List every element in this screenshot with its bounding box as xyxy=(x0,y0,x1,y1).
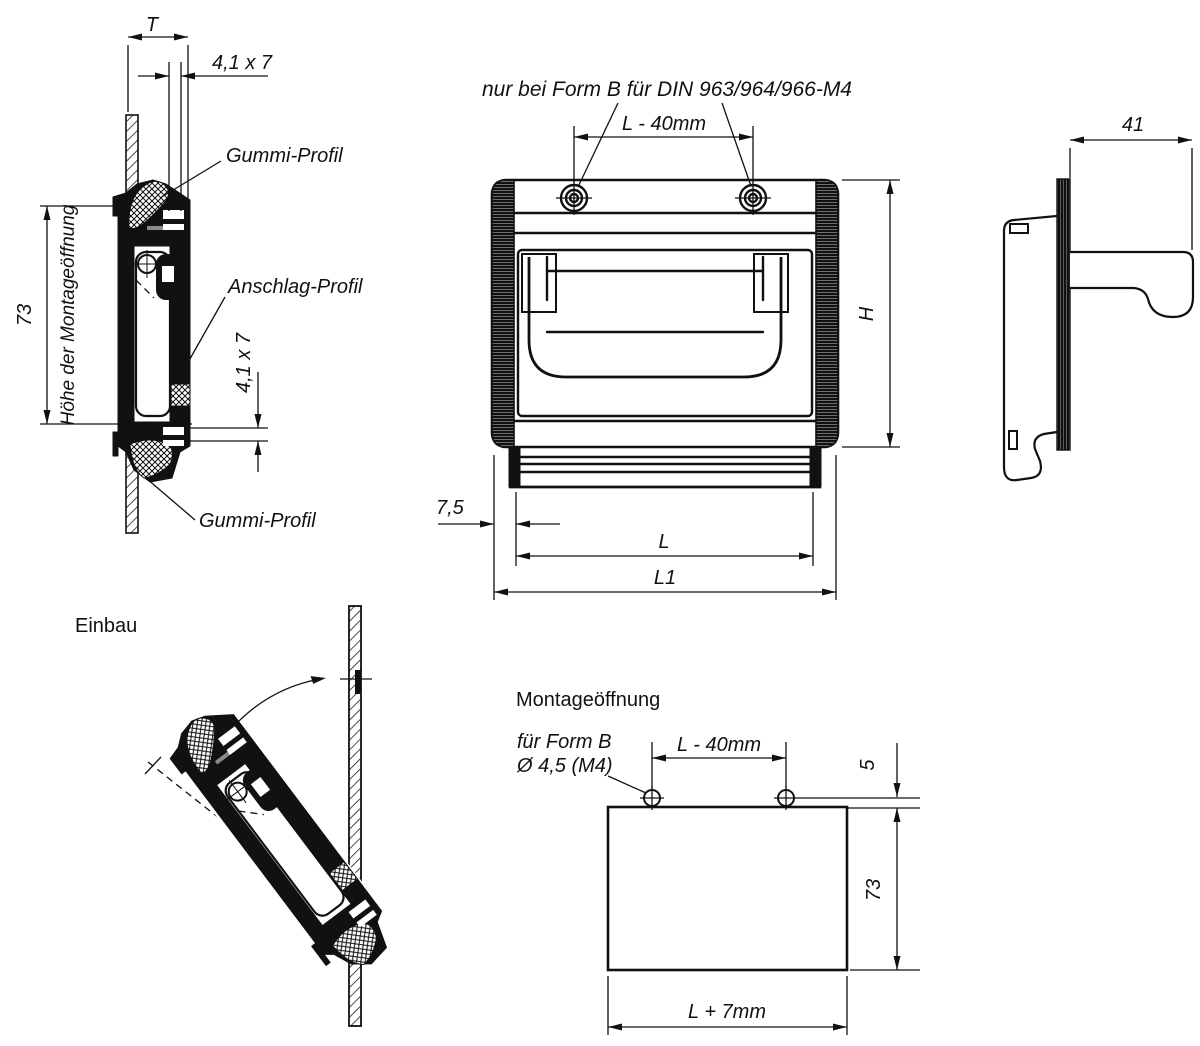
view-front: nur bei Form B für DIN 963/964/966-M4 L … xyxy=(436,78,900,600)
panel-opening-edge xyxy=(355,670,361,694)
dim-H: H xyxy=(842,179,900,448)
view-installation: Einbau xyxy=(75,605,406,1027)
dim-label-41: 41 xyxy=(1122,114,1144,136)
recess-outline xyxy=(516,248,814,418)
rotation-arrow-head xyxy=(310,676,326,684)
mounting-note-line1: für Form B xyxy=(517,731,611,753)
dim-T: T xyxy=(127,14,189,200)
dim-L1: L1 xyxy=(494,455,837,600)
mounting-hole-left xyxy=(640,786,664,810)
dim-label-hole-spacing-mounting: L - 40mm xyxy=(677,734,761,756)
mounting-hole-right xyxy=(774,786,920,810)
installation-title: Einbau xyxy=(75,615,137,637)
dim-opening-width: L + 7mm xyxy=(607,976,848,1035)
note-form-b-text: nur bei Form B für DIN 963/964/966-M4 xyxy=(482,78,852,101)
label-rubber-bottom: Gummi-Profil xyxy=(145,477,316,532)
view-mounting-opening: Montageöffnung für Form B Ø 4,5 (M4) L -… xyxy=(516,689,920,1035)
knurled-cap-left xyxy=(491,179,515,448)
dim-label-H: H xyxy=(856,306,878,321)
label-rubber-bottom-text: Gummi-Profil xyxy=(199,510,316,532)
dim-slot-bottom: 4,1 x 7 xyxy=(190,332,268,472)
dim-label-hole-spacing: L - 40mm xyxy=(622,113,706,135)
handle-cross-section xyxy=(111,178,194,484)
dim-label-73-left: 73 xyxy=(14,304,36,326)
view-side-right: 41 xyxy=(1002,114,1195,482)
view-section-side: T 4,1 x 7 Gummi-Profil Anschlag-Profil xyxy=(14,14,363,534)
handle-body-front xyxy=(490,178,840,449)
mounting-title: Montageöffnung xyxy=(516,689,660,711)
slot-top-side xyxy=(1009,223,1029,234)
label-rubber-top-text: Gummi-Profil xyxy=(226,145,343,167)
dim-flange-offset: 7,5 xyxy=(436,455,560,600)
label-stop-profile: Anschlag-Profil xyxy=(177,276,363,381)
screw-right xyxy=(735,181,771,215)
bottom-flange xyxy=(508,446,822,489)
dim-opening-height-left: 73 Höhe der Montageöffnung xyxy=(14,204,192,425)
dim-hole-spacing-mounting: L - 40mm xyxy=(651,734,787,788)
dim-label-L1: L1 xyxy=(654,567,676,589)
knurled-cap-right xyxy=(815,179,839,448)
dim-label-75: 7,5 xyxy=(436,497,465,519)
mounting-opening-rect xyxy=(606,805,849,972)
mounting-note-line2: Ø 4,5 (M4) xyxy=(516,755,613,777)
pivot-hook-right xyxy=(753,253,789,313)
dim-label-T: T xyxy=(146,14,160,36)
rotation-arrow-arc xyxy=(233,678,321,727)
dim-label-L: L xyxy=(658,531,669,553)
dim-label-slot-top: 4,1 x 7 xyxy=(212,52,273,74)
dim-label-73-right: 73 xyxy=(863,879,885,901)
dim-label-5: 5 xyxy=(857,759,879,771)
screw-left xyxy=(556,181,592,215)
pivot-hook-left xyxy=(521,253,557,313)
dim-L: L xyxy=(516,492,814,566)
label-stop-profile-text: Anschlag-Profil xyxy=(227,276,363,298)
handle-arm-side xyxy=(1070,250,1195,319)
dim-slot-top: 4,1 x 7 xyxy=(138,52,273,211)
dim-label-opening-width: L + 7mm xyxy=(688,1001,766,1023)
dim-41: 41 xyxy=(1069,114,1193,250)
dim-5: 5 xyxy=(847,743,920,809)
bail-outer xyxy=(527,257,783,379)
label-rubber-top: Gummi-Profil xyxy=(159,145,343,199)
dim-hole-spacing-front: L - 40mm xyxy=(573,113,754,182)
hole-leader-line xyxy=(607,775,647,794)
label-opening-height: Höhe der Montageöffnung xyxy=(58,204,79,425)
gasket-strip-side xyxy=(1056,178,1071,451)
slot-bottom-side xyxy=(1008,430,1018,450)
tray-side-outline xyxy=(1002,214,1058,482)
note-form-b: nur bei Form B für DIN 963/964/966-M4 xyxy=(482,78,852,188)
dim-label-slot-bottom: 4,1 x 7 xyxy=(233,332,255,393)
dim-73-right: 73 xyxy=(850,808,920,971)
